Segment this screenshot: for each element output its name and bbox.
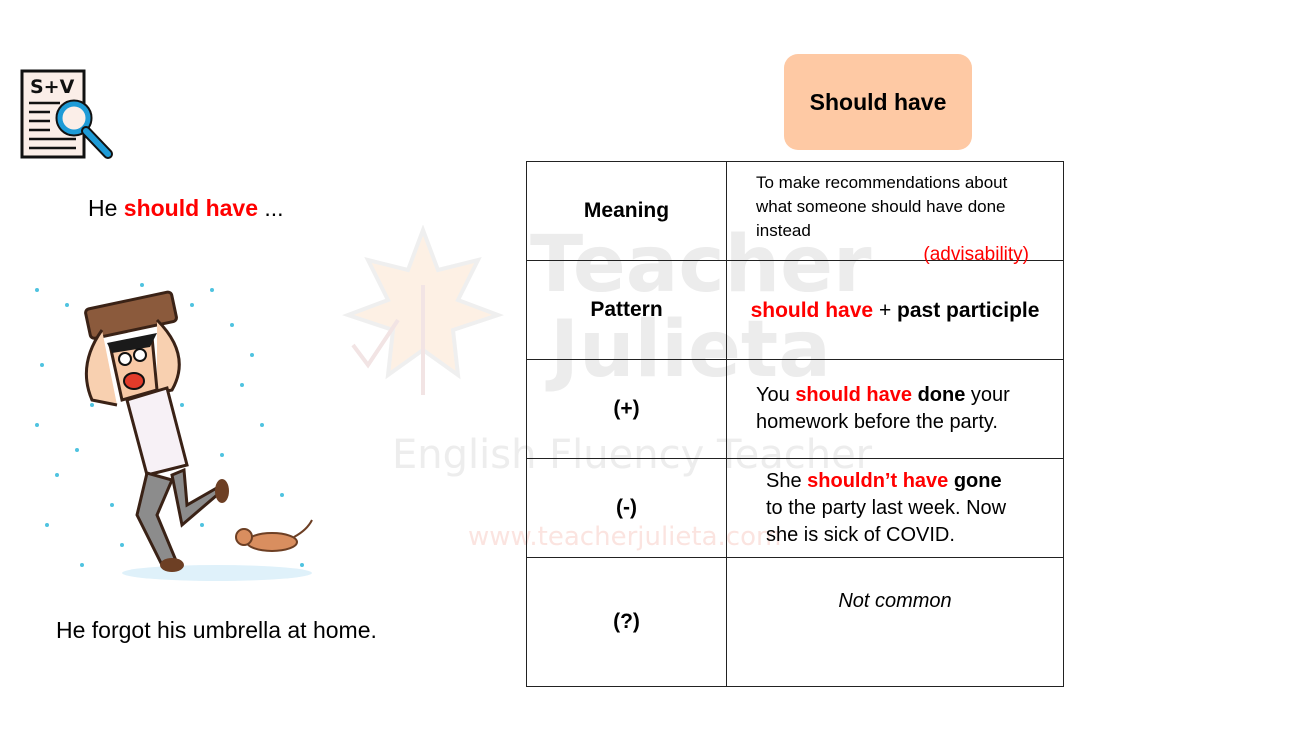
sentence-magnifier-icon: S+V: [20, 69, 116, 168]
pattern-cell: should have + past participle: [726, 260, 1064, 360]
illustration-caption: He forgot his umbrella at home.: [56, 617, 377, 643]
table-row-negative: (-) She shouldn’t have gone to the party…: [526, 458, 1064, 558]
table-row-question: (?) Not common: [526, 557, 1064, 687]
row-label: (?): [526, 557, 727, 687]
pattern-highlight: should have: [750, 298, 874, 322]
watermark-leaf-logo: [338, 224, 508, 409]
meaning-text: To make recommendations about what someo…: [756, 173, 1008, 240]
question-cell: Not common: [726, 557, 1064, 687]
table-row-meaning: Meaning To make recommendations about wh…: [526, 161, 1064, 265]
question-text: Not common: [838, 590, 952, 612]
table-row-pattern: Pattern should have + past participle: [526, 260, 1064, 360]
row-label: Meaning: [526, 161, 727, 261]
prompt-sentence: He should have ...: [88, 195, 284, 221]
row-label: Pattern: [526, 260, 727, 360]
affirmative-example: You should have done your homework befor…: [726, 359, 1064, 459]
grammar-table: Meaning To make recommendations about wh…: [526, 161, 1064, 687]
table-row-affirmative: (+) You should have done your homework b…: [526, 359, 1064, 459]
row-label: (-): [526, 458, 727, 558]
negative-example: She shouldn’t have gone to the party las…: [726, 458, 1064, 558]
meaning-cell: To make recommendations about what someo…: [726, 161, 1064, 265]
row-label: (+): [526, 359, 727, 459]
prompt-highlight: should have: [123, 195, 258, 221]
man-in-rain-illustration: [22, 275, 322, 595]
svg-text:S+V: S+V: [30, 76, 75, 98]
title-badge: Should have: [784, 54, 972, 150]
meaning-note: (advisability): [923, 244, 1029, 265]
pattern-rest: past participle: [897, 298, 1040, 322]
